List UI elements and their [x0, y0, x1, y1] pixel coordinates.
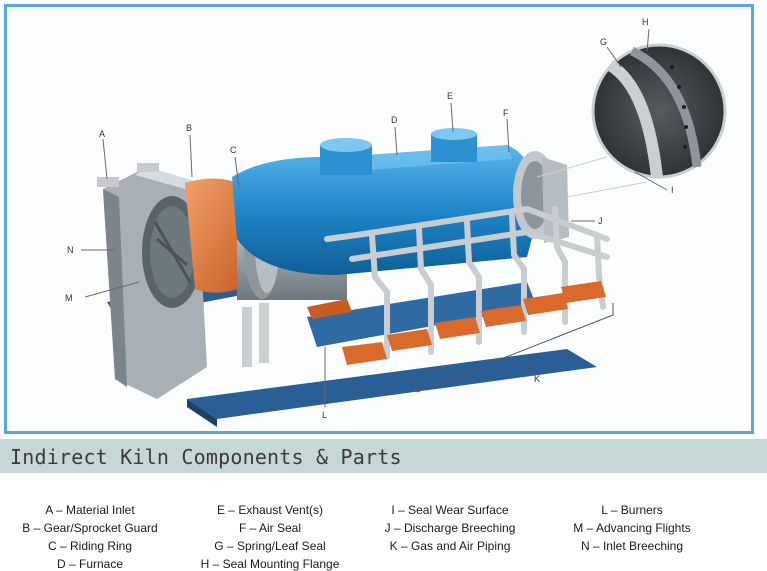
legend-item-a: A – Material Inlet	[45, 503, 135, 517]
legend-item-n: N – Inlet Breeching	[580, 539, 684, 553]
callout-letters: A B C D E F G H I J K L M N	[65, 17, 674, 420]
callout-b: B	[186, 123, 192, 133]
inlet-breeching	[97, 163, 207, 399]
callout-g: G	[600, 37, 607, 47]
legend-item-k: K – Gas and Air Piping	[389, 539, 511, 553]
legend-item-e: E – Exhaust Vent(s)	[216, 503, 324, 517]
legend-item-l: L – Burners	[601, 503, 663, 517]
callout-l: L	[322, 410, 327, 420]
legend-item-f: F – Air Seal	[238, 521, 302, 535]
seal-detail-inset	[536, 43, 727, 198]
callout-h: H	[642, 17, 649, 27]
legend-item-m: M – Advancing Flights	[573, 521, 691, 535]
kiln-illustration-frame: A B C D E F G H I J K L M N	[4, 4, 754, 434]
legend-item-c: C – Riding Ring	[47, 539, 133, 553]
caption-bar: Indirect Kiln Components & Parts	[0, 439, 767, 473]
discharge-breeching	[513, 151, 569, 243]
legend-item-d: D – Furnace	[56, 557, 124, 571]
legend-item-j: J – Discharge Breeching	[384, 521, 516, 535]
diagram-caption: Indirect Kiln Components & Parts	[10, 445, 402, 469]
callout-m: M	[65, 293, 73, 303]
leader-lines	[81, 28, 668, 407]
callout-c: C	[230, 145, 237, 155]
k-bracket	[416, 303, 614, 393]
legend-item-i: I – Seal Wear Surface	[391, 503, 509, 517]
callout-e: E	[447, 91, 453, 101]
callout-n: N	[67, 245, 74, 255]
callout-j: J	[598, 216, 603, 226]
legend-item-g: G – Spring/Leaf Seal	[214, 539, 326, 553]
kiln-illustration: A B C D E F G H I J K L M N	[65, 17, 727, 427]
legend-item-b: B – Gear/Sprocket Guard	[22, 521, 158, 535]
legend-item-h: H – Seal Mounting Flange	[200, 557, 340, 571]
callout-a: A	[99, 129, 105, 139]
piping	[324, 205, 610, 360]
callout-f: F	[503, 108, 509, 118]
callout-i: I	[671, 185, 674, 195]
callout-k: K	[534, 374, 540, 384]
burners	[307, 281, 606, 365]
callout-d: D	[391, 115, 398, 125]
